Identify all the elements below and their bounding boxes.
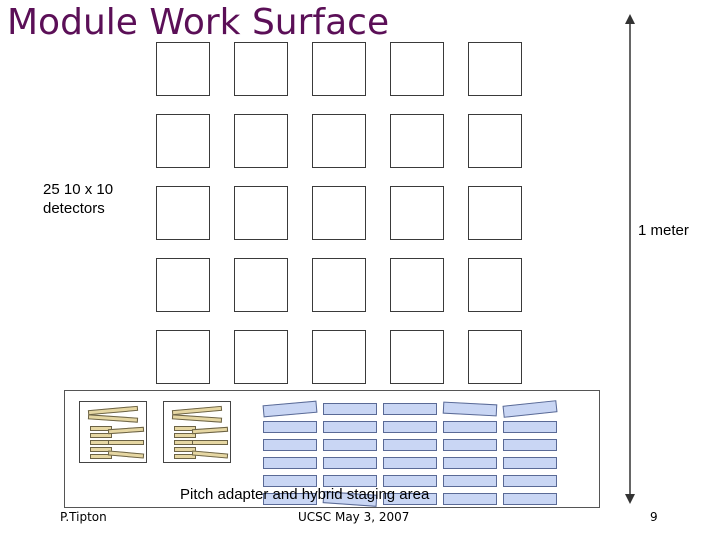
hybrid-board (263, 457, 317, 469)
detector-square (156, 258, 210, 312)
slide-title: Module Work Surface (7, 2, 390, 43)
hybrid-board (323, 421, 377, 433)
hybrid-board (443, 421, 497, 433)
hybrid-board (443, 475, 497, 487)
detector-square (312, 42, 366, 96)
scale-label: 1 meter (638, 222, 689, 239)
hybrid-board (383, 457, 437, 469)
hybrid-board (442, 401, 498, 417)
adapter-tray (79, 401, 147, 463)
detector-grid (156, 42, 522, 384)
hybrid-board (443, 493, 497, 505)
detector-square (390, 114, 444, 168)
adapter-tray (163, 401, 231, 463)
pitch-adapter-strip (171, 414, 223, 423)
detector-square (156, 186, 210, 240)
detector-square (234, 42, 288, 96)
detector-square (312, 258, 366, 312)
footer-author: P.Tipton (60, 510, 107, 524)
footer-page-number: 9 (650, 510, 658, 524)
detector-square (156, 114, 210, 168)
hybrid-board (263, 439, 317, 451)
detector-square (390, 330, 444, 384)
pitch-adapter-strip (107, 450, 145, 459)
detector-square (156, 330, 210, 384)
detector-square (390, 258, 444, 312)
pitch-adapter-strip (174, 433, 196, 438)
detector-square (468, 330, 522, 384)
detectors-label: 25 10 x 10 detectors (43, 181, 114, 217)
detector-square (312, 330, 366, 384)
staging-label: Pitch adapter and hybrid staging area (180, 486, 430, 503)
pitch-adapter-strip (87, 414, 139, 423)
hybrid-board (503, 439, 557, 451)
pitch-adapter-strip (192, 440, 228, 445)
pitch-adapter-strip (191, 426, 229, 435)
detector-square (156, 42, 210, 96)
detector-square (234, 186, 288, 240)
hybrid-board (383, 475, 437, 487)
hybrid-board (383, 439, 437, 451)
scale-arrow (625, 14, 635, 504)
scale-arrow-head-bottom (625, 494, 635, 504)
detector-square (234, 114, 288, 168)
hybrid-board (383, 421, 437, 433)
hybrid-board (383, 403, 437, 415)
hybrid-board (262, 400, 318, 418)
detector-square (468, 186, 522, 240)
pitch-adapter-strip (90, 454, 112, 459)
detector-square (390, 186, 444, 240)
detector-square (234, 258, 288, 312)
detector-square (468, 258, 522, 312)
hybrid-board (503, 457, 557, 469)
pitch-adapter-strip (90, 447, 112, 452)
hybrid-board (323, 439, 377, 451)
staging-area (64, 390, 600, 508)
hybrid-board (503, 421, 557, 433)
detector-square (468, 114, 522, 168)
hybrid-board (502, 400, 558, 418)
hybrid-board (323, 475, 377, 487)
detector-square (468, 42, 522, 96)
hybrid-board (263, 493, 317, 505)
pitch-adapter-strip (191, 450, 229, 459)
hybrid-board (443, 439, 497, 451)
pitch-adapter-strip (107, 426, 145, 435)
detector-square (390, 42, 444, 96)
hybrid-board (383, 493, 437, 505)
hybrid-board (263, 475, 317, 487)
detector-square (312, 186, 366, 240)
hybrid-board (503, 493, 557, 505)
hybrid-board (263, 421, 317, 433)
detector-square (234, 330, 288, 384)
footer-event: UCSC May 3, 2007 (298, 510, 410, 524)
pitch-adapter-strip (108, 440, 144, 445)
pitch-adapter-strip (174, 447, 196, 452)
detector-square (312, 114, 366, 168)
hybrid-board (503, 475, 557, 487)
scale-arrow-head-top (625, 14, 635, 24)
hybrid-board (323, 403, 377, 415)
hybrid-board (323, 457, 377, 469)
hybrid-board (443, 457, 497, 469)
pitch-adapter-strip (174, 454, 196, 459)
pitch-adapter-strip (90, 433, 112, 438)
